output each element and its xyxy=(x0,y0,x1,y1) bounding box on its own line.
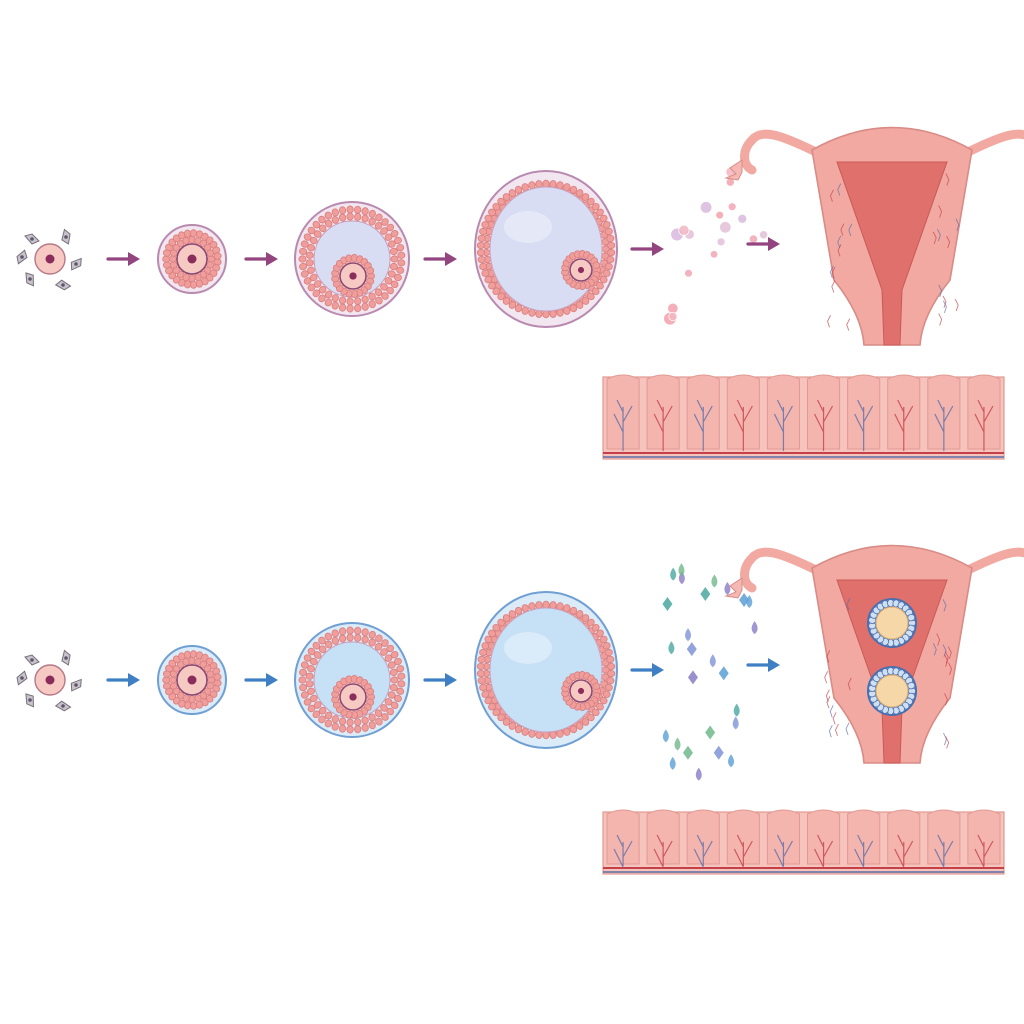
molecule xyxy=(746,595,753,609)
arrow-5 xyxy=(746,237,780,251)
molecule xyxy=(674,737,681,751)
molecule xyxy=(685,628,692,642)
left-fimbriae xyxy=(724,577,743,599)
molecule xyxy=(700,586,711,601)
spiral-artery xyxy=(974,834,994,868)
molecule xyxy=(732,716,739,730)
molecule xyxy=(711,574,718,588)
molecule xyxy=(678,563,685,577)
molecule xyxy=(668,641,675,655)
molecule xyxy=(724,581,731,595)
spiral-artery xyxy=(814,834,834,868)
molecule xyxy=(682,745,693,760)
molecule xyxy=(728,754,735,768)
left-fallopian-tube xyxy=(740,129,827,175)
molecule xyxy=(662,729,669,743)
molecule xyxy=(670,567,677,581)
molecule xyxy=(662,596,673,611)
arrow-3 xyxy=(423,673,457,687)
molecule xyxy=(713,745,724,760)
secondary-follicle xyxy=(294,201,410,317)
spiral-artery xyxy=(693,834,713,868)
spiral-artery xyxy=(733,834,753,868)
molecule xyxy=(751,621,758,635)
molecule xyxy=(709,250,719,259)
left-fimbriae xyxy=(724,159,743,181)
tertiary-follicle xyxy=(474,170,618,328)
molecule xyxy=(719,221,732,234)
molecule xyxy=(737,213,748,224)
primary-follicle xyxy=(157,645,227,715)
arrow-5 xyxy=(746,658,780,672)
spiral-artery xyxy=(653,399,673,451)
spiral-artery xyxy=(894,834,914,868)
spiral-artery xyxy=(773,399,793,451)
arrow-1 xyxy=(106,252,140,266)
spiral-artery xyxy=(974,399,994,451)
primary-follicle xyxy=(157,224,227,294)
arrow-2 xyxy=(244,673,278,687)
signal-molecules xyxy=(662,563,758,781)
spiral-artery xyxy=(894,399,914,451)
uterine-cavity xyxy=(836,161,948,346)
uterus xyxy=(724,126,1024,346)
row-top xyxy=(16,126,1024,460)
molecule xyxy=(687,670,698,685)
primordial-follicle xyxy=(16,649,82,712)
uterus xyxy=(724,544,1024,764)
molecule xyxy=(695,767,702,781)
endometrium xyxy=(602,809,1005,875)
molecule xyxy=(758,230,769,240)
arrow-3 xyxy=(423,252,457,266)
molecule xyxy=(709,654,716,668)
right-fallopian-tube xyxy=(957,129,1024,160)
spiral-artery xyxy=(733,399,753,451)
spiral-artery xyxy=(773,834,793,868)
molecule xyxy=(668,311,678,322)
implanted-embryo xyxy=(867,666,917,716)
molecule xyxy=(733,703,740,717)
molecule xyxy=(716,237,726,247)
molecule xyxy=(669,756,676,770)
molecule xyxy=(748,234,759,244)
tertiary-follicle xyxy=(474,591,618,749)
signal-molecules xyxy=(663,166,769,326)
molecule xyxy=(718,666,729,681)
spiral-artery xyxy=(653,834,673,868)
molecule xyxy=(727,202,737,212)
implanted-embryo xyxy=(867,598,917,648)
secondary-follicle xyxy=(294,622,410,738)
molecule xyxy=(686,642,697,657)
molecule xyxy=(684,268,693,278)
molecule xyxy=(705,725,716,740)
molecule xyxy=(739,593,750,608)
spiral-artery xyxy=(693,399,713,451)
arrow-4 xyxy=(630,242,664,256)
arrow-1 xyxy=(106,673,140,687)
spiral-artery xyxy=(854,834,874,868)
primordial-follicle xyxy=(16,228,82,291)
left-fallopian-tube xyxy=(740,547,827,593)
spiral-artery xyxy=(814,399,834,451)
spiral-artery xyxy=(934,834,954,868)
molecule xyxy=(678,224,690,236)
molecule xyxy=(715,210,725,220)
spiral-artery xyxy=(613,399,633,451)
spiral-artery xyxy=(934,399,954,451)
endometrium xyxy=(602,374,1005,460)
spiral-artery xyxy=(854,399,874,451)
arrow-2 xyxy=(244,252,278,266)
spiral-artery xyxy=(613,834,633,868)
right-fallopian-tube xyxy=(957,547,1024,578)
arrow-4 xyxy=(630,663,664,677)
molecule xyxy=(699,201,713,214)
row-bottom xyxy=(16,544,1024,875)
